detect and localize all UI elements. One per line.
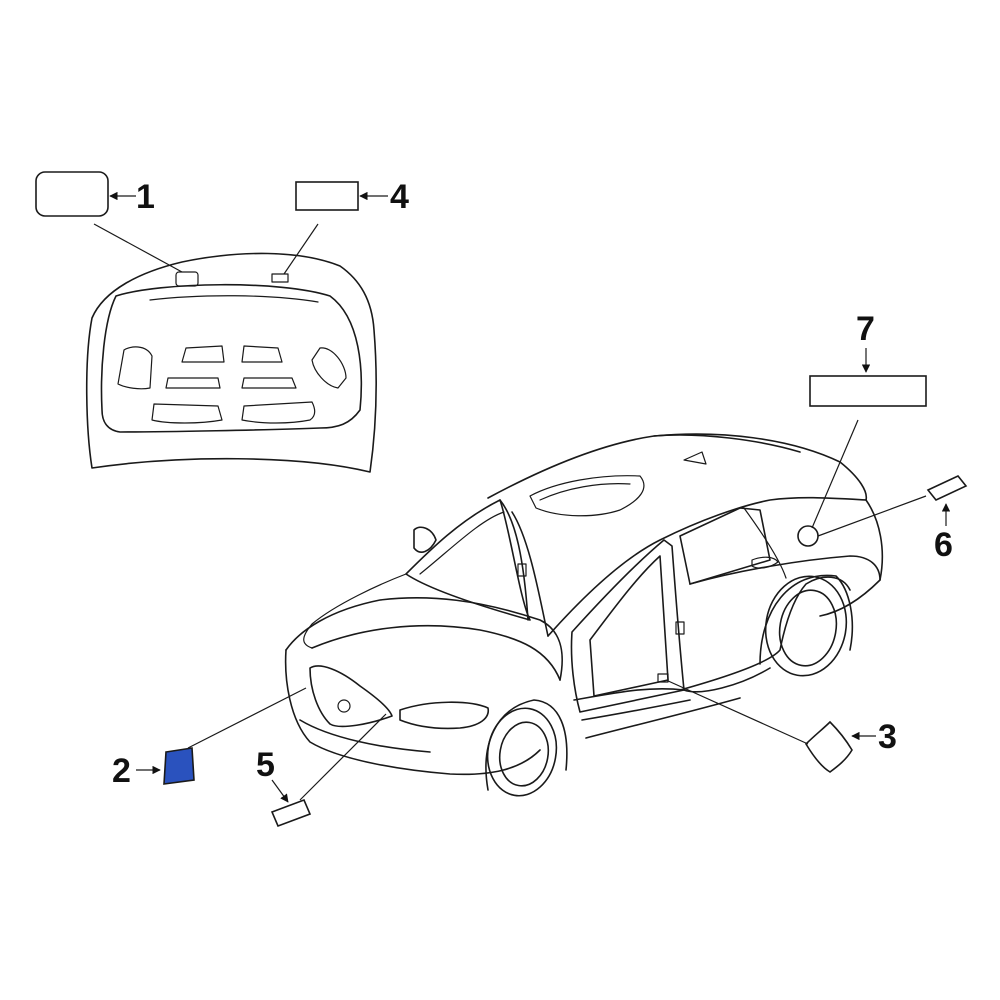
sill-label-spot [657, 673, 669, 683]
leader-5 [299, 713, 387, 801]
leader-2 [187, 687, 307, 749]
callout-2: 2 [112, 752, 131, 790]
callout-4: 4 [390, 178, 409, 216]
callout-6: 6 [934, 526, 953, 564]
callout-3: 3 [878, 718, 897, 756]
fuel-door [797, 525, 819, 547]
callout-5: 5 [256, 746, 275, 784]
part-7-label[interactable] [809, 375, 927, 407]
door-latch [675, 621, 685, 635]
part-6-label[interactable] [926, 475, 968, 501]
callout-7: 7 [856, 310, 875, 348]
callout-1: 1 [136, 178, 155, 216]
part-2-label-highlighted[interactable] [163, 747, 195, 785]
part-4-label[interactable] [295, 181, 359, 211]
leader-6 [817, 495, 927, 537]
leader-7 [811, 419, 859, 529]
arrow-5 [271, 779, 289, 803]
part-5-label[interactable] [270, 798, 312, 828]
part-3-label[interactable] [804, 720, 853, 773]
leader-1 [93, 223, 183, 273]
vehicle-body [284, 433, 884, 797]
part-1-label[interactable] [35, 171, 109, 217]
hood-label-spot-1 [175, 271, 199, 287]
hood-panel [85, 252, 377, 473]
leader-3 [665, 679, 809, 745]
hood-label-spot-4 [271, 273, 289, 283]
emblem [337, 699, 351, 713]
pillar-label-spot [517, 563, 527, 577]
leader-4 [283, 223, 319, 275]
